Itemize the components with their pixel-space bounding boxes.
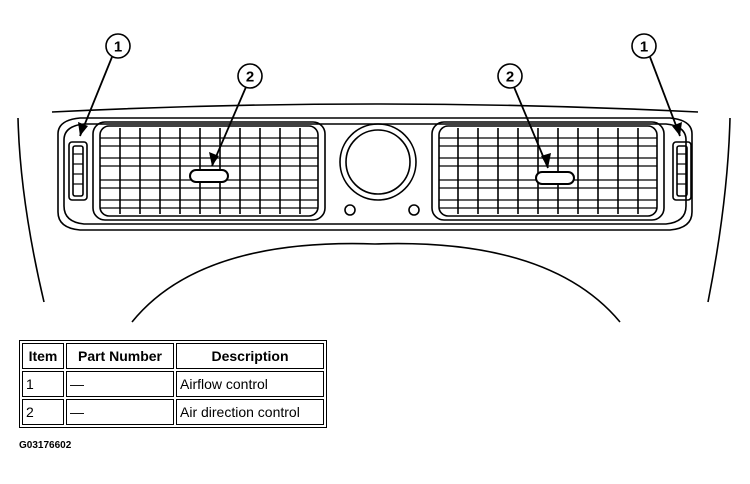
right-air-direction-tab xyxy=(535,171,575,185)
row-description: Airflow control xyxy=(176,371,324,397)
leader-line-left-2 xyxy=(211,86,247,167)
figure-code: G03176602 xyxy=(19,440,72,451)
leader-line-right-1 xyxy=(649,56,681,137)
legend-table: Item Part Number Description 1 — Airflow… xyxy=(19,340,327,428)
leader-line-left-1 xyxy=(79,56,113,137)
row-item: 1 xyxy=(22,371,64,397)
center-gauge xyxy=(339,123,417,201)
left-vent-register xyxy=(92,121,326,221)
table-row: 2 — Air direction control xyxy=(22,399,324,425)
vent-bezel xyxy=(57,117,693,231)
legend-header-row: Item Part Number Description xyxy=(22,343,324,369)
row-part-number: — xyxy=(66,399,174,425)
row-item: 2 xyxy=(22,399,64,425)
dashboard-outline xyxy=(17,117,45,303)
table-row: 1 — Airflow control xyxy=(22,371,324,397)
right-airflow-control-wheel xyxy=(672,141,692,201)
row-description: Air direction control xyxy=(176,399,324,425)
header-part-number: Part Number xyxy=(66,343,174,369)
instrument-cluster-arc xyxy=(131,242,621,323)
callout-left-1: 1 xyxy=(114,39,122,56)
leader-line-right-2 xyxy=(513,86,549,169)
header-item: Item xyxy=(22,343,64,369)
callout-right-2: 2 xyxy=(506,69,514,86)
row-part-number: — xyxy=(66,371,174,397)
right-vent-register xyxy=(431,121,665,221)
header-description: Description xyxy=(176,343,324,369)
vent-assembly-diagram: 1 2 2 1 xyxy=(17,33,731,323)
callout-left-2: 2 xyxy=(246,69,254,86)
left-airflow-control-wheel xyxy=(68,141,88,201)
callout-right-1: 1 xyxy=(640,39,648,56)
left-air-direction-tab xyxy=(189,169,229,183)
